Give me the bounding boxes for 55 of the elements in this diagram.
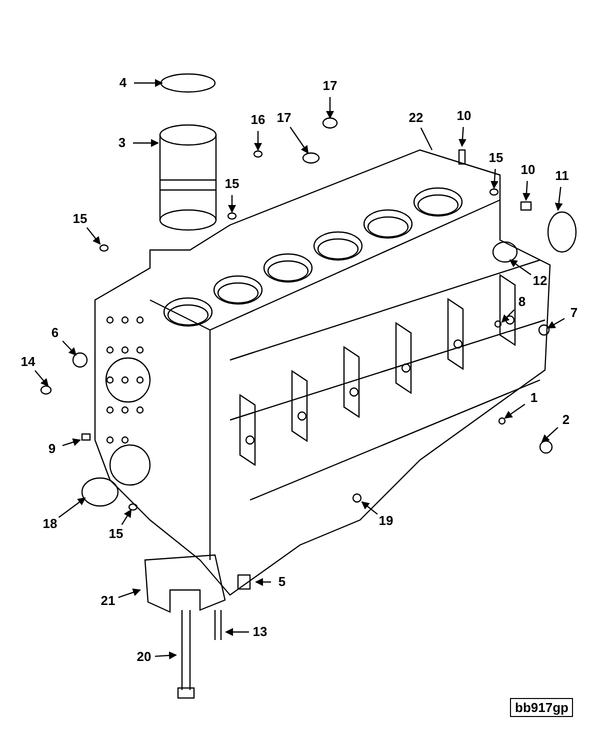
callout-number: 19 <box>378 514 394 528</box>
leader-line <box>490 168 498 189</box>
leader-line <box>420 128 433 150</box>
callout-number: 18 <box>42 517 58 531</box>
leader-line <box>58 497 86 518</box>
leader-line <box>290 126 309 154</box>
leader-line <box>121 509 132 526</box>
callout-number: 10 <box>520 163 536 177</box>
leader-line <box>34 370 49 387</box>
callout-number: 1 <box>530 391 538 405</box>
leader-line <box>134 79 163 87</box>
leader-line <box>254 131 262 151</box>
leader-line <box>541 426 558 443</box>
leader-line <box>504 404 526 419</box>
leader-line <box>228 195 236 213</box>
callout-number: 8 <box>518 295 526 309</box>
leader-line <box>361 501 378 515</box>
callout-number: 15 <box>72 212 88 226</box>
leader-line <box>133 139 159 147</box>
callout-number: 15 <box>224 177 240 191</box>
leader-line <box>225 628 249 636</box>
callout-number: 10 <box>456 109 472 123</box>
callout-number: 17 <box>276 111 292 125</box>
callout-number: 15 <box>108 527 124 541</box>
leader-line <box>62 340 77 356</box>
callout-number: 6 <box>51 326 59 340</box>
callout-number: 14 <box>20 355 36 369</box>
callout-number: 4 <box>119 76 127 90</box>
leader-line <box>326 97 334 119</box>
callout-number: 2 <box>562 413 570 427</box>
leader-line <box>554 186 563 211</box>
leader-line <box>509 259 532 276</box>
callout-number: 9 <box>48 442 56 456</box>
leader-line <box>86 227 101 245</box>
callout-number: 11 <box>555 169 569 183</box>
callout-number: 13 <box>252 625 268 639</box>
leader-line <box>458 126 466 147</box>
leader-line <box>118 588 141 598</box>
callout-number: 5 <box>278 575 286 589</box>
callout-number: 12 <box>532 274 548 288</box>
leader-line <box>62 438 81 446</box>
callout-number: 7 <box>570 306 578 320</box>
drawing-reference-code: bb917gp <box>510 698 574 717</box>
callout-number: 22 <box>408 111 424 125</box>
callout-number: 17 <box>322 79 338 93</box>
leader-line <box>154 651 177 660</box>
callout-number: 3 <box>118 136 126 150</box>
callout-number: 15 <box>488 151 504 165</box>
callout-number: 20 <box>136 650 152 664</box>
leader-line <box>522 180 530 201</box>
callout-number: 21 <box>100 594 116 608</box>
callout-number: 16 <box>250 113 266 127</box>
leader-line <box>547 318 565 329</box>
leader-line <box>501 309 515 323</box>
leader-line <box>255 578 271 586</box>
